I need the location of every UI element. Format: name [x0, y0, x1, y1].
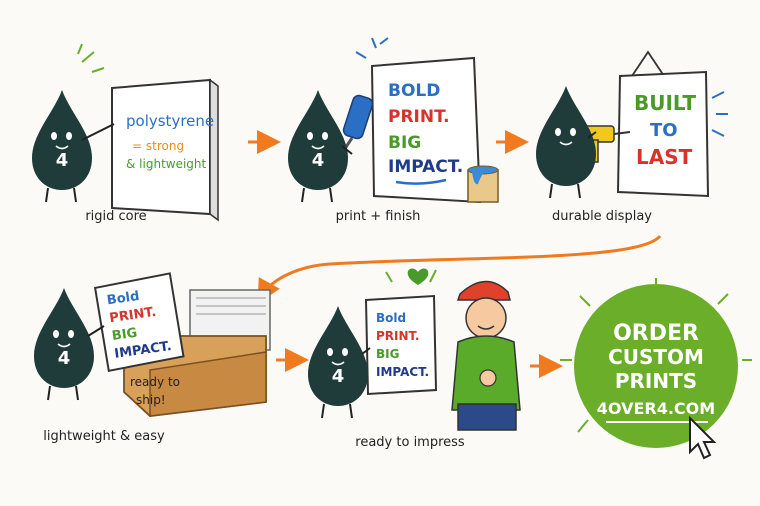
panel-line: BIG	[376, 347, 399, 361]
board-panel: BOLD PRINT. BIG IMPACT.	[370, 56, 482, 204]
order-cta-badge[interactable]: ORDER CUSTOM PRINTS 4OVER4.COM	[560, 278, 752, 460]
panel-line: BIG	[388, 133, 421, 153]
board-panel: polystyrene = strong & lightweight	[111, 78, 219, 222]
cta-line: PRINTS	[615, 369, 697, 393]
drop-number: 4	[58, 348, 71, 369]
step-print-finish: BOLD PRINT. BIG IMPACT. 4 print + finish	[287, 37, 499, 224]
sparkle-lines	[355, 37, 389, 59]
drop-number: 4	[332, 366, 345, 387]
drop-number: 4	[312, 150, 325, 171]
sparkle-lines	[385, 269, 437, 283]
drop-number: 4	[56, 150, 69, 171]
board-panel: Bold PRINT. BIG IMPACT.	[364, 294, 438, 396]
panel-line: IMPACT.	[388, 157, 463, 177]
shipping-box: ready to ship!	[123, 289, 271, 417]
cta-line: ORDER	[613, 321, 699, 346]
drop-character	[535, 85, 597, 199]
step-ready-to-impress: Bold PRINT. BIG IMPACT. 4 ready to impre…	[307, 268, 521, 450]
panel-line: BIG	[111, 326, 138, 344]
step-caption: ready to impress	[355, 435, 465, 450]
panel-line: IMPACT.	[376, 365, 429, 379]
step-caption: durable display	[552, 209, 652, 224]
hanging-sign: BUILT TO LAST	[616, 50, 710, 198]
step-caption: print + finish	[336, 209, 421, 224]
panel-line: Bold	[376, 311, 406, 325]
step-durable-display: BUILT TO LAST durable display	[535, 50, 728, 224]
cursor-icon	[689, 415, 717, 460]
panel-line: & lightweight	[126, 157, 207, 171]
drop-character: 4	[307, 305, 371, 419]
panel-line: PRINT.	[388, 107, 450, 127]
person-character	[451, 280, 521, 431]
panel-line: LAST	[636, 145, 693, 169]
panel-line: BUILT	[634, 91, 696, 115]
step-caption: rigid core	[85, 209, 146, 224]
heart-icon	[407, 268, 429, 285]
panel-line: polystyrene	[126, 112, 214, 130]
flow-arrow	[257, 234, 662, 304]
badge-circle[interactable]	[574, 284, 738, 448]
box-label: ship!	[136, 393, 166, 407]
step-lightweight-easy: ready to ship! Bold PRINT. BIG IMPACT. 4…	[33, 272, 271, 444]
board-panel: Bold PRINT. BIG IMPACT.	[93, 272, 185, 373]
box-label: ready to	[130, 375, 180, 389]
drop-character: 4	[287, 89, 353, 203]
panel-line: PRINT.	[376, 329, 419, 343]
panel-line: TO	[650, 120, 678, 141]
cta-line: CUSTOM	[608, 345, 704, 369]
cta-site-link: 4OVER4.COM	[597, 399, 715, 418]
panel-line: PRINT.	[108, 305, 157, 326]
paint-can	[467, 165, 499, 203]
step-rigid-core: polystyrene = strong & lightweight 4 rig…	[31, 43, 219, 224]
panel-line: = strong	[132, 139, 184, 153]
sparkle-lines	[711, 91, 728, 137]
drop-character: 4	[33, 287, 105, 401]
sparkle-lines	[77, 43, 105, 73]
panel-line: Bold	[106, 289, 140, 308]
drop-character: 4	[31, 89, 115, 203]
step-caption: lightweight & easy	[43, 429, 165, 444]
panel-line: BOLD	[388, 81, 440, 101]
